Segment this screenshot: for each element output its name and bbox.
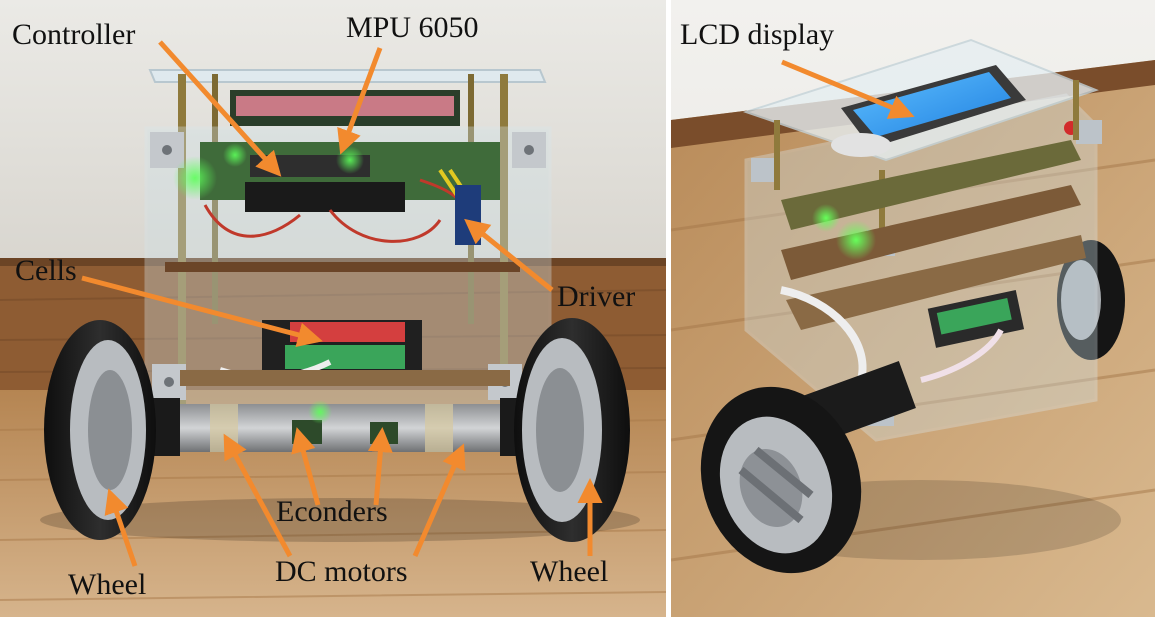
robot-angled-photo bbox=[671, 0, 1155, 617]
robot-front-photo bbox=[0, 0, 666, 617]
